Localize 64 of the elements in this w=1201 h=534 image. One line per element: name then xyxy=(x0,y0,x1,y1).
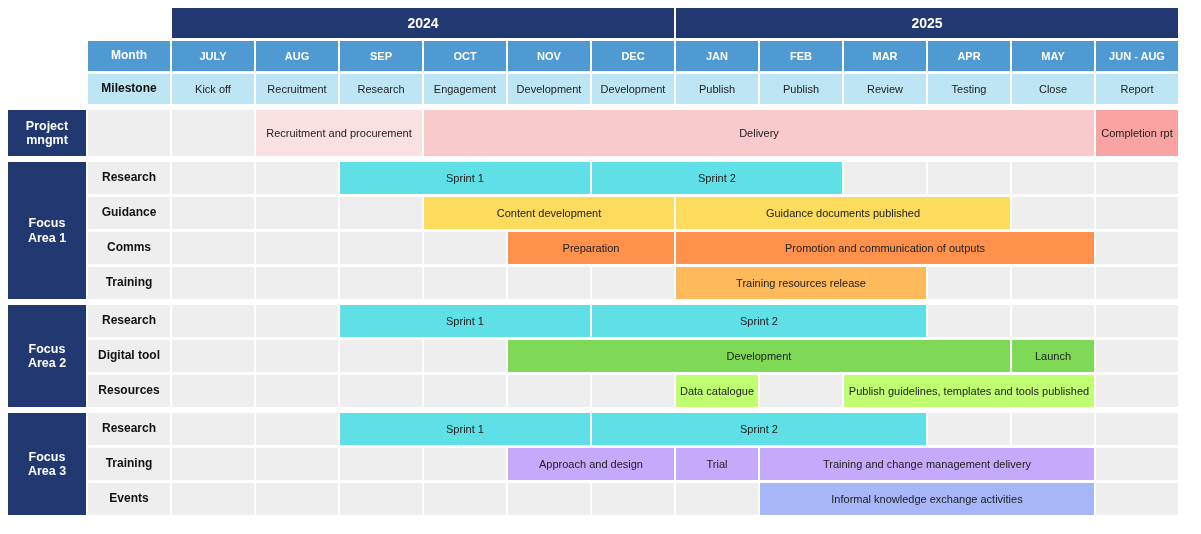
task-bar: Promotion and communication of outputs xyxy=(676,232,1094,264)
milestone-cell: Close xyxy=(1012,74,1094,104)
month-header: APR xyxy=(928,41,1010,71)
task-bar: Recruitment and procurement xyxy=(256,110,422,156)
row-label: Research xyxy=(88,162,170,194)
milestone-cell: Research xyxy=(340,74,422,104)
month-header: AUG xyxy=(256,41,338,71)
task-bar: Publish guidelines, templates and tools published xyxy=(844,375,1094,407)
task-bar: Informal knowledge exchange activities xyxy=(760,483,1094,515)
milestone-cell: Review xyxy=(844,74,926,104)
task-bar: Sprint 1 xyxy=(340,413,590,445)
milestone-cell: Development xyxy=(592,74,674,104)
row-label: Digital tool xyxy=(88,340,170,372)
month-header: MAY xyxy=(1012,41,1094,71)
task-bar: Sprint 1 xyxy=(340,305,590,337)
year-header: 2024 xyxy=(172,8,674,38)
milestone-cell: Engagement xyxy=(424,74,506,104)
header-cell: Month xyxy=(88,41,170,71)
month-header: FEB xyxy=(760,41,842,71)
task-bar: Sprint 2 xyxy=(592,162,842,194)
milestone-cell: Recruitment xyxy=(256,74,338,104)
row-label: Research xyxy=(88,413,170,445)
month-header: SEP xyxy=(340,41,422,71)
milestone-cell: Publish xyxy=(760,74,842,104)
task-bar: Sprint 2 xyxy=(592,413,926,445)
task-bar: Trial xyxy=(676,448,758,480)
task-bar: Development xyxy=(508,340,1010,372)
month-header: JULY xyxy=(172,41,254,71)
task-bar: Guidance documents published xyxy=(676,197,1010,229)
month-header: OCT xyxy=(424,41,506,71)
milestone-cell: Kick off xyxy=(172,74,254,104)
task-bar: Sprint 2 xyxy=(592,305,926,337)
month-header: JAN xyxy=(676,41,758,71)
group-header: Focus Area 1 xyxy=(8,162,86,299)
group-header: Focus Area 2 xyxy=(8,305,86,407)
group-header: Project mngmt xyxy=(8,110,86,156)
task-bar: Delivery xyxy=(424,110,1094,156)
row-label: Training xyxy=(88,267,170,299)
task-bar: Content development xyxy=(424,197,674,229)
milestone-cell: Publish xyxy=(676,74,758,104)
milestone-cell: Report xyxy=(1096,74,1178,104)
task-bar: Training and change management delivery xyxy=(760,448,1094,480)
header-cell: Milestone xyxy=(88,74,170,104)
task-bar: Preparation xyxy=(508,232,674,264)
row-label: Training xyxy=(88,448,170,480)
row-label: Resources xyxy=(88,375,170,407)
task-bar: Completion rpt xyxy=(1096,110,1178,156)
month-header: DEC xyxy=(592,41,674,71)
task-bar: Training resources release xyxy=(676,267,926,299)
row-label: Events xyxy=(88,483,170,515)
row-label: Research xyxy=(88,305,170,337)
task-bar: Sprint 1 xyxy=(340,162,590,194)
milestone-cell: Development xyxy=(508,74,590,104)
row-label: Comms xyxy=(88,232,170,264)
row-label: Guidance xyxy=(88,197,170,229)
month-header: NOV xyxy=(508,41,590,71)
task-bar: Data catalogue xyxy=(676,375,758,407)
milestone-cell: Testing xyxy=(928,74,1010,104)
month-header: JUN - AUG xyxy=(1096,41,1178,71)
group-header: Focus Area 3 xyxy=(8,413,86,515)
task-bar: Approach and design xyxy=(508,448,674,480)
month-header: MAR xyxy=(844,41,926,71)
year-header: 2025 xyxy=(676,8,1178,38)
task-bar: Launch xyxy=(1012,340,1094,372)
